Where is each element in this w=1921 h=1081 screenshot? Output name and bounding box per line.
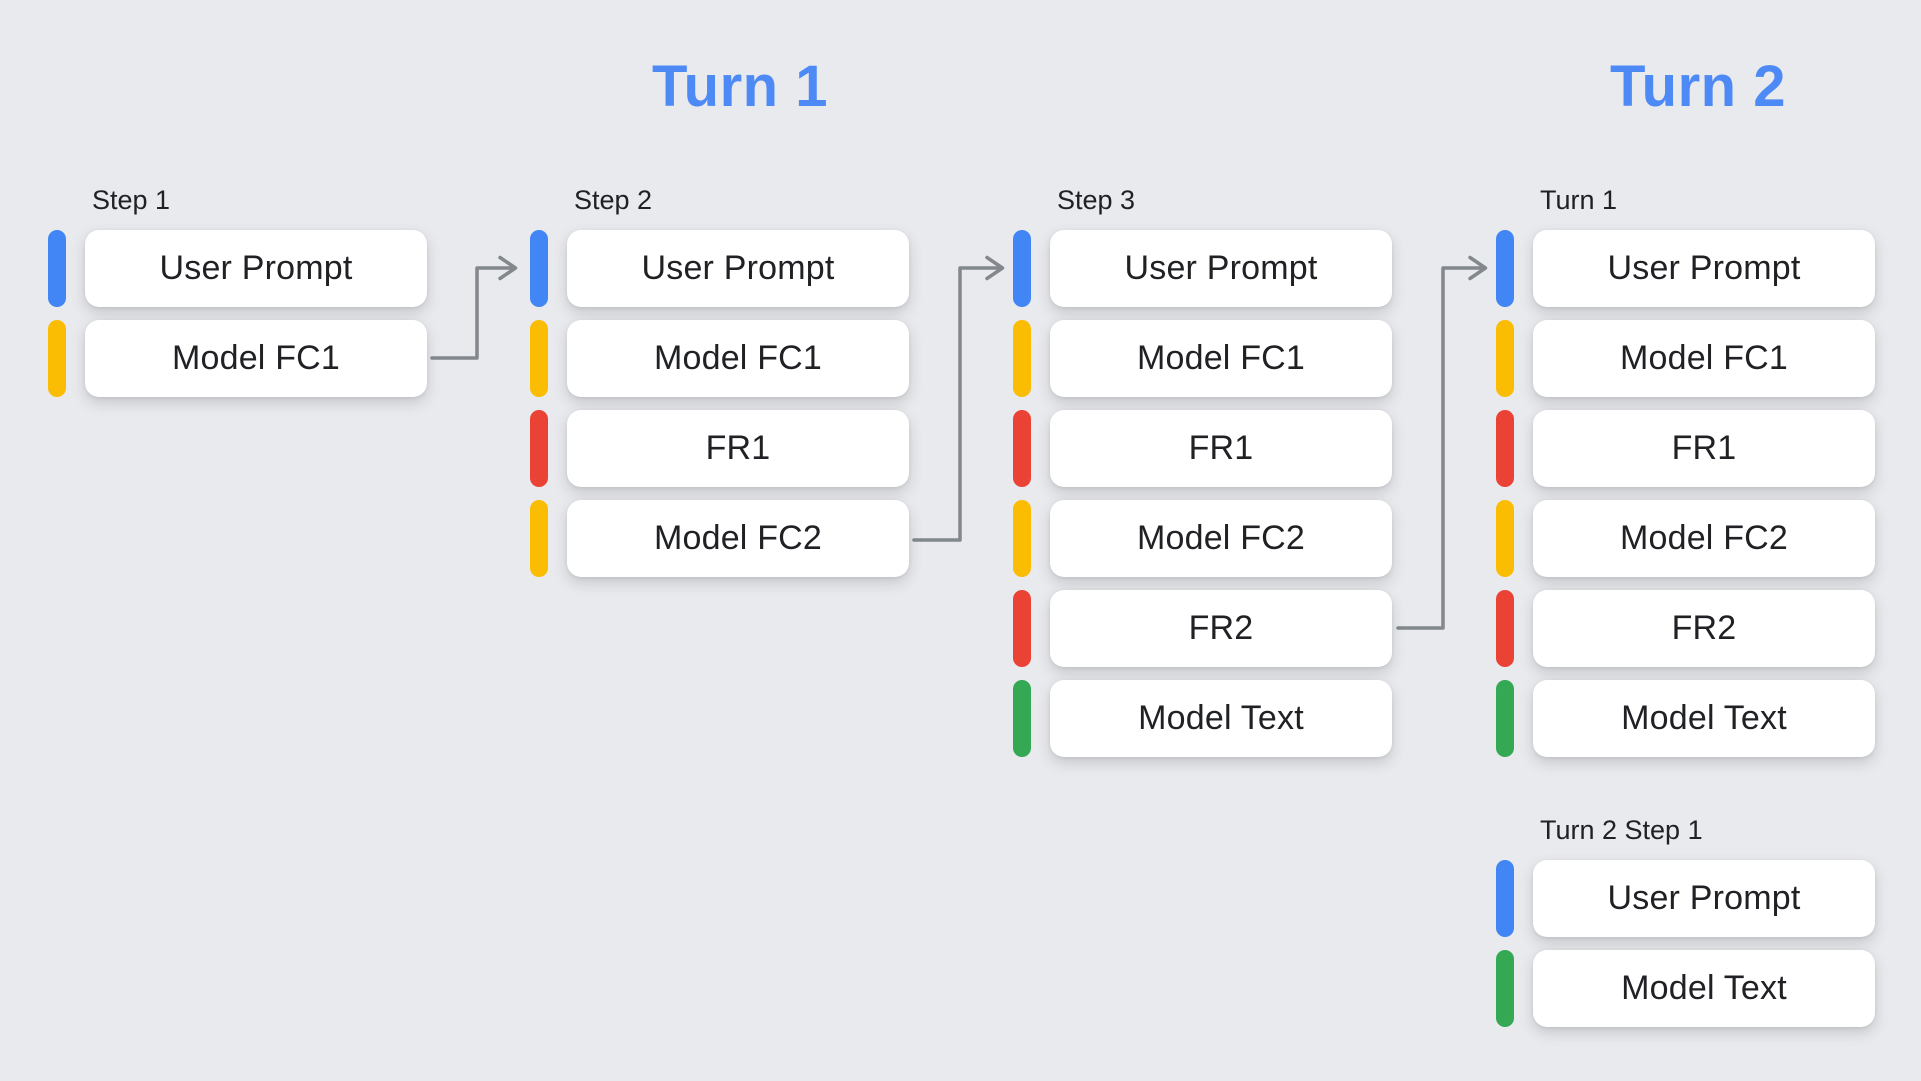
item-box: User Prompt: [1050, 230, 1392, 307]
item-box: Model Text: [1050, 680, 1392, 757]
list-item: FR1: [1013, 410, 1392, 487]
item-label: FR1: [1671, 429, 1737, 467]
item-box: Model FC2: [567, 500, 909, 577]
item-label: User Prompt: [1607, 249, 1801, 287]
item-box: Model FC1: [85, 320, 427, 397]
item-label: FR1: [705, 429, 771, 467]
list-item: User Prompt: [48, 230, 427, 307]
model-fc-color-bar: [1013, 320, 1031, 397]
arrow-step3-to-turn1: [1396, 255, 1488, 630]
column-label: Step 1: [92, 185, 171, 215]
list-item: FR1: [530, 410, 909, 487]
column-label: Step 2: [574, 185, 653, 215]
item-box: User Prompt: [567, 230, 909, 307]
list-item: FR2: [1013, 590, 1392, 667]
item-box: Model FC1: [567, 320, 909, 397]
item-label: FR1: [1188, 429, 1254, 467]
item-box: FR1: [567, 410, 909, 487]
item-box: Model Text: [1533, 680, 1875, 757]
item-box: FR1: [1050, 410, 1392, 487]
column-step-3: Step 3 User Prompt Model FC1 FR1 Model F…: [1013, 186, 1392, 757]
function-response-color-bar: [1013, 590, 1031, 667]
list-item: User Prompt: [1496, 860, 1875, 937]
list-item: Model Text: [1013, 680, 1392, 757]
item-box: Model Text: [1533, 950, 1875, 1027]
model-fc-color-bar: [48, 320, 66, 397]
list-item: Model FC1: [1496, 320, 1875, 397]
model-fc-color-bar: [530, 500, 548, 577]
item-box: FR1: [1533, 410, 1875, 487]
item-box: User Prompt: [1533, 860, 1875, 937]
function-response-color-bar: [530, 410, 548, 487]
item-label: Model Text: [1621, 699, 1787, 737]
column-label: Turn 2 Step 1: [1540, 815, 1703, 845]
list-item: Model FC2: [1496, 500, 1875, 577]
item-box: Model FC2: [1533, 500, 1875, 577]
list-item: Model Text: [1496, 680, 1875, 757]
item-label: User Prompt: [159, 249, 353, 287]
column-step-1: Step 1 User Prompt Model FC1: [48, 186, 427, 397]
column-label: Turn 1: [1540, 185, 1618, 215]
item-box: FR2: [1050, 590, 1392, 667]
item-label: Model FC1: [653, 339, 823, 377]
item-box: Model FC2: [1050, 500, 1392, 577]
item-label: User Prompt: [1607, 879, 1801, 917]
item-label: Model FC1: [171, 339, 341, 377]
item-label: FR2: [1188, 609, 1254, 647]
list-item: FR2: [1496, 590, 1875, 667]
item-label: Model Text: [1621, 969, 1787, 1007]
list-item: FR1: [1496, 410, 1875, 487]
item-label: Model FC2: [653, 519, 823, 557]
model-text-color-bar: [1013, 680, 1031, 757]
function-response-color-bar: [1496, 590, 1514, 667]
list-item: Model Text: [1496, 950, 1875, 1027]
model-text-color-bar: [1496, 680, 1514, 757]
user-prompt-color-bar: [48, 230, 66, 307]
item-label: FR2: [1671, 609, 1737, 647]
model-fc-color-bar: [1496, 320, 1514, 397]
list-item: Model FC1: [1013, 320, 1392, 397]
model-fc-color-bar: [1013, 500, 1031, 577]
item-label: Model FC2: [1136, 519, 1306, 557]
item-box: User Prompt: [1533, 230, 1875, 307]
turn-1-title: Turn 1: [652, 54, 828, 119]
list-item: User Prompt: [1496, 230, 1875, 307]
model-text-color-bar: [1496, 950, 1514, 1027]
item-box: User Prompt: [85, 230, 427, 307]
user-prompt-color-bar: [1496, 860, 1514, 937]
item-label: Model FC2: [1619, 519, 1789, 557]
list-item: Model FC1: [48, 320, 427, 397]
item-box: Model FC1: [1050, 320, 1392, 397]
item-label: Model FC1: [1619, 339, 1789, 377]
list-item: User Prompt: [530, 230, 909, 307]
turn-2-title: Turn 2: [1610, 54, 1786, 119]
column-label: Step 3: [1057, 185, 1136, 215]
column-step-2: Step 2 User Prompt Model FC1 FR1 Model F…: [530, 186, 909, 577]
arrow-step2-to-step3: [912, 255, 1005, 542]
item-label: User Prompt: [641, 249, 835, 287]
model-fc-color-bar: [530, 320, 548, 397]
function-response-color-bar: [1496, 410, 1514, 487]
item-label: User Prompt: [1124, 249, 1318, 287]
list-item: Model FC1: [530, 320, 909, 397]
item-label: Model FC1: [1136, 339, 1306, 377]
model-fc-color-bar: [1496, 500, 1514, 577]
column-turn-1-history: Turn 1 User Prompt Model FC1 FR1 Model F…: [1496, 186, 1875, 757]
user-prompt-color-bar: [530, 230, 548, 307]
user-prompt-color-bar: [1496, 230, 1514, 307]
list-item: User Prompt: [1013, 230, 1392, 307]
list-item: Model FC2: [530, 500, 909, 577]
column-turn-2-step-1: Turn 2 Step 1 User Prompt Model Text: [1496, 816, 1875, 1027]
item-label: Model Text: [1138, 699, 1304, 737]
function-response-color-bar: [1013, 410, 1031, 487]
item-box: FR2: [1533, 590, 1875, 667]
list-item: Model FC2: [1013, 500, 1392, 577]
user-prompt-color-bar: [1013, 230, 1031, 307]
item-box: Model FC1: [1533, 320, 1875, 397]
arrow-step1-to-step2: [430, 255, 518, 360]
